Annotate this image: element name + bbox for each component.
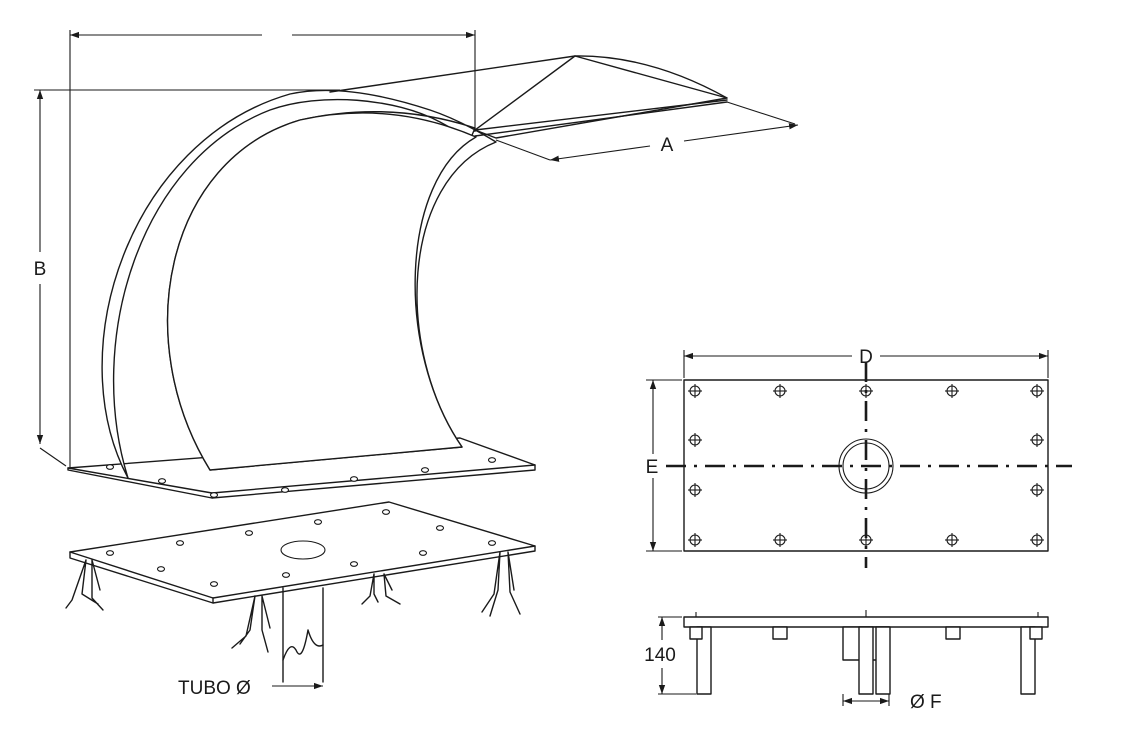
dimension-d: D bbox=[683, 347, 1049, 378]
supply-pipe bbox=[282, 587, 324, 683]
label-dim-a: A bbox=[661, 135, 674, 156]
dimension-e: E bbox=[646, 379, 682, 552]
side-view-legs bbox=[689, 626, 1043, 695]
cascade-isometric bbox=[67, 30, 728, 499]
mounting-plate-isometric bbox=[65, 501, 536, 683]
top-view bbox=[666, 362, 1072, 568]
label-dim-d: D bbox=[859, 347, 873, 368]
top-view-bolt-holes bbox=[688, 384, 1044, 547]
label-dim-f: Ø F bbox=[910, 692, 942, 713]
flange-bolt-holes bbox=[105, 457, 497, 498]
dimension-b: B bbox=[34, 89, 340, 467]
label-pipe: TUBO Ø bbox=[178, 678, 251, 699]
dimension-leg-height: 140 bbox=[644, 616, 696, 695]
dimension-a: A bbox=[495, 101, 799, 162]
label-dim-b: B bbox=[34, 259, 47, 280]
plate-bolt-holes bbox=[105, 509, 497, 587]
plate-legs bbox=[65, 551, 521, 653]
dimension-pipe: TUBO Ø bbox=[178, 678, 323, 699]
label-leg-height: 140 bbox=[644, 645, 676, 666]
side-view bbox=[683, 610, 1049, 695]
label-dim-e: E bbox=[646, 457, 659, 478]
dimension-f: Ø F bbox=[842, 692, 942, 713]
